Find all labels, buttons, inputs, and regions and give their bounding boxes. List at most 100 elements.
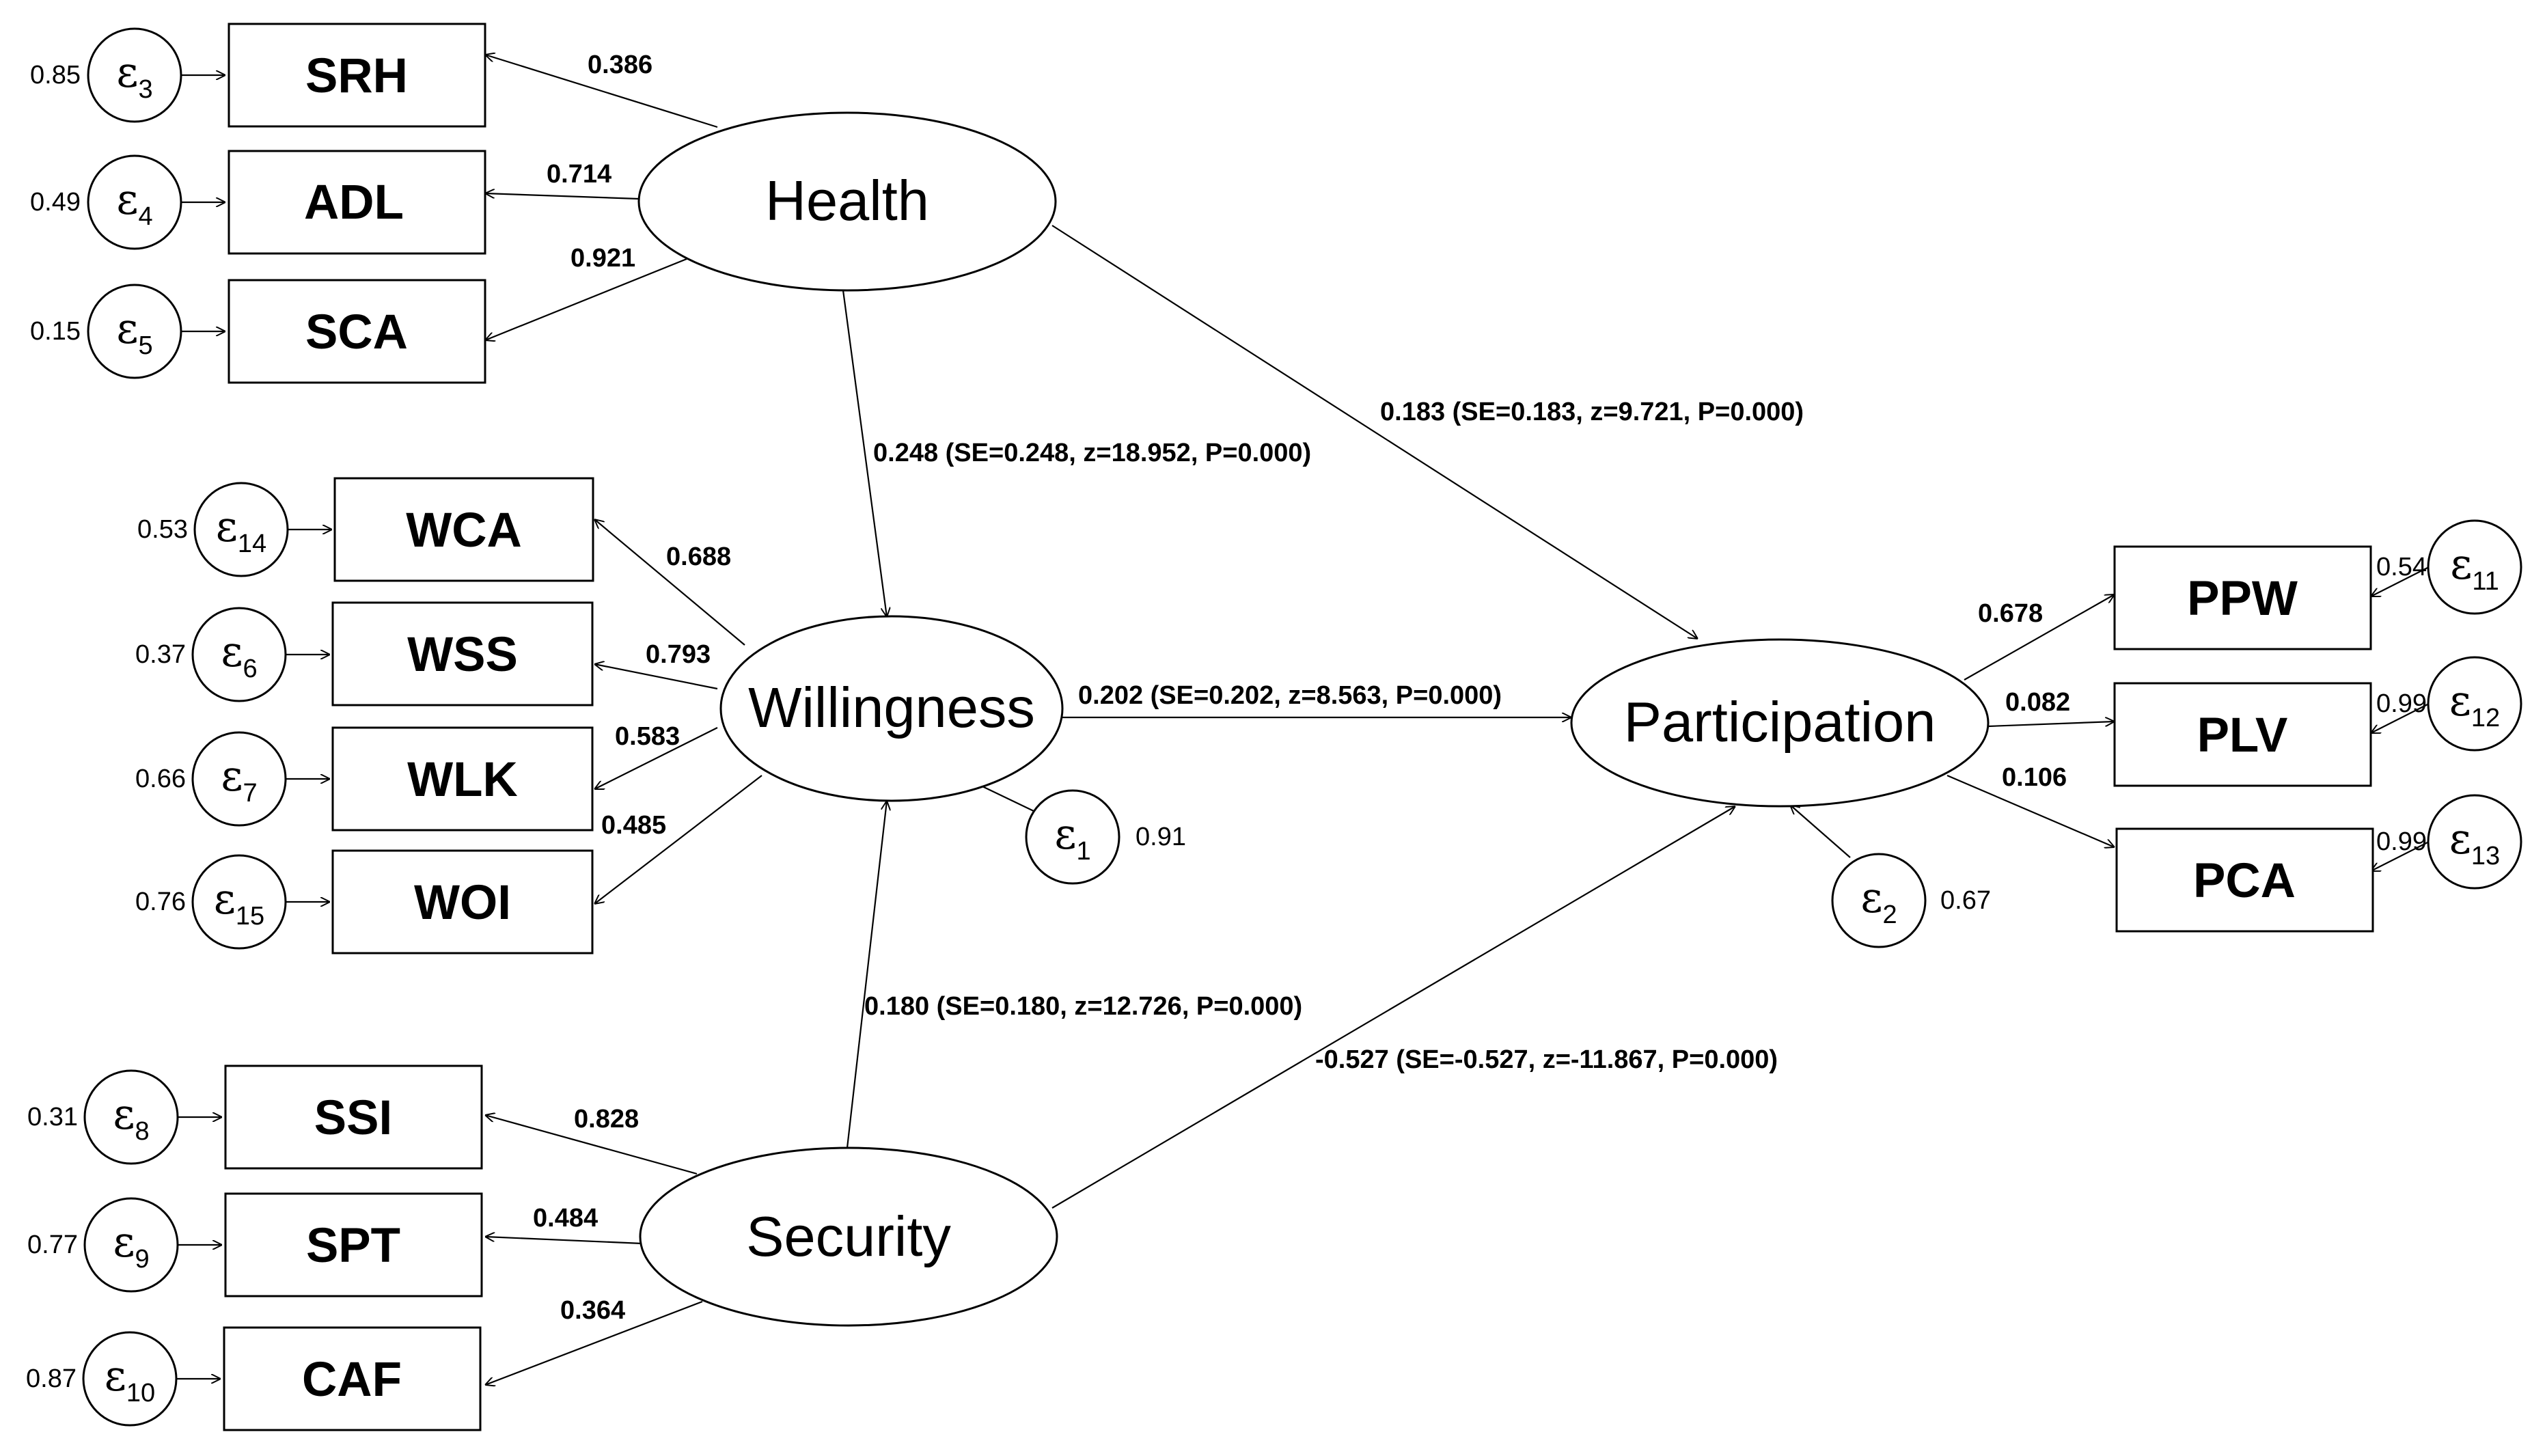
indicator-sca: SCA bbox=[228, 279, 486, 384]
loading-label-adl: 0.714 bbox=[547, 160, 611, 189]
latent-health: Health bbox=[637, 111, 1057, 292]
error-e2-glyph: ε2 bbox=[1860, 873, 1897, 929]
error-e3: ε3 0.85 bbox=[30, 27, 182, 123]
error-e14: ε14 0.53 bbox=[137, 482, 289, 577]
latent-participation-label: Participation bbox=[1624, 690, 1936, 754]
loading-label-ppw: 0.678 bbox=[1978, 599, 2043, 628]
loading-label-wss: 0.793 bbox=[646, 640, 711, 669]
error-e5-variance: 0.15 bbox=[30, 317, 81, 346]
error-e12-glyph: ε12 bbox=[2449, 676, 2500, 732]
error-e6-glyph: ε6 bbox=[221, 627, 257, 683]
path-health-willingness bbox=[842, 290, 887, 617]
indicator-ppw-label: PPW bbox=[2187, 572, 2298, 626]
path-health-sca bbox=[485, 256, 691, 340]
path-participation-ppw bbox=[1964, 594, 2115, 681]
error-e7-variance: 0.66 bbox=[135, 765, 186, 793]
indicator-wlk: WLK bbox=[331, 726, 594, 832]
error-path-e2 bbox=[1790, 805, 1851, 858]
loading-label-spt: 0.484 bbox=[533, 1204, 598, 1233]
error-e1-glyph: ε1 bbox=[1054, 809, 1090, 866]
indicator-pca: PCA bbox=[2115, 827, 2374, 933]
error-e5: ε5 0.15 bbox=[30, 284, 182, 379]
indicator-sca-label: SCA bbox=[305, 305, 408, 359]
indicator-ssi-label: SSI bbox=[314, 1091, 392, 1145]
indicator-wlk-label: WLK bbox=[407, 753, 518, 807]
loading-label-caf: 0.364 bbox=[560, 1296, 625, 1325]
loading-label-plv: 0.082 bbox=[2005, 688, 2070, 717]
loading-label-sca: 0.921 bbox=[570, 244, 635, 273]
latent-security: Security bbox=[639, 1146, 1058, 1327]
path-health-adl bbox=[485, 193, 639, 200]
latent-willingness: Willingness bbox=[719, 615, 1064, 802]
path-health-participation bbox=[1051, 225, 1698, 639]
path-label-security-participation: -0.527 (SE=-0.527, z=-11.867, P=0.000) bbox=[1315, 1045, 1778, 1074]
indicator-srh-label: SRH bbox=[305, 49, 408, 103]
error-e1-variance: 0.91 bbox=[1136, 823, 1186, 851]
error-e4-variance: 0.49 bbox=[30, 188, 81, 217]
loading-label-wca: 0.688 bbox=[666, 542, 731, 571]
error-path-e13 bbox=[2371, 841, 2430, 871]
indicator-woi-label: WOI bbox=[414, 876, 511, 930]
latent-health-label: Health bbox=[765, 169, 929, 232]
error-e6: ε6 0.37 bbox=[135, 607, 287, 702]
error-e3-glyph: ε3 bbox=[116, 47, 152, 104]
path-security-ssi bbox=[485, 1115, 698, 1175]
path-security-willingness bbox=[846, 801, 887, 1149]
error-e14-glyph: ε14 bbox=[216, 502, 266, 558]
error-e13-glyph: ε13 bbox=[2449, 814, 2500, 870]
indicator-caf: CAF bbox=[223, 1326, 482, 1431]
indicator-pca-label: PCA bbox=[2193, 854, 2296, 908]
error-e11: ε11 0.54 bbox=[2376, 519, 2522, 615]
indicator-wca: WCA bbox=[333, 477, 594, 582]
error-e10-glyph: ε10 bbox=[105, 1351, 155, 1407]
path-label-willingness-participation: 0.202 (SE=0.202, z=8.563, P=0.000) bbox=[1078, 681, 1502, 710]
indicator-caf-label: CAF bbox=[302, 1353, 402, 1407]
path-label-health-participation: 0.183 (SE=0.183, z=9.721, P=0.000) bbox=[1380, 398, 1804, 426]
error-e10: ε10 0.87 bbox=[26, 1331, 178, 1427]
indicator-wss-label: WSS bbox=[407, 628, 518, 682]
path-willingness-woi bbox=[594, 775, 762, 904]
error-e4: ε4 0.49 bbox=[30, 154, 182, 250]
error-path-e12 bbox=[2371, 703, 2430, 733]
indicator-srh: SRH bbox=[228, 23, 486, 128]
error-e2: ε2 0.67 bbox=[1831, 853, 1991, 948]
path-participation-pca bbox=[1946, 774, 2115, 847]
error-e11-glyph: ε11 bbox=[2450, 539, 2499, 596]
error-e6-variance: 0.37 bbox=[135, 640, 186, 669]
path-participation-plv bbox=[1987, 722, 2115, 728]
indicator-ppw: PPW bbox=[2113, 545, 2372, 650]
loading-label-srh: 0.386 bbox=[588, 51, 652, 79]
path-security-caf bbox=[485, 1300, 703, 1385]
indicator-woi: WOI bbox=[331, 849, 594, 954]
loading-label-woi: 0.485 bbox=[601, 811, 666, 840]
error-e2-variance: 0.67 bbox=[1940, 886, 1991, 915]
error-e5-glyph: ε5 bbox=[116, 303, 152, 360]
error-e15-glyph: ε15 bbox=[214, 874, 264, 931]
loading-label-wlk: 0.583 bbox=[615, 722, 680, 751]
latent-willingness-label: Willingness bbox=[748, 676, 1035, 739]
error-e8: ε8 0.31 bbox=[27, 1069, 179, 1165]
error-e4-glyph: ε4 bbox=[116, 174, 152, 231]
error-e10-variance: 0.87 bbox=[26, 1364, 77, 1393]
error-e9-glyph: ε9 bbox=[113, 1217, 149, 1274]
error-e13: ε13 0.99 bbox=[2376, 794, 2522, 890]
indicator-adl-label: ADL bbox=[304, 176, 404, 230]
path-willingness-wca bbox=[594, 519, 745, 646]
error-e13-variance: 0.99 bbox=[2376, 827, 2427, 856]
indicator-spt-label: SPT bbox=[306, 1219, 400, 1273]
indicator-plv: PLV bbox=[2113, 682, 2372, 787]
error-e8-variance: 0.31 bbox=[27, 1103, 78, 1131]
latent-security-label: Security bbox=[746, 1205, 951, 1268]
error-e7: ε7 0.66 bbox=[135, 731, 287, 827]
error-e14-variance: 0.53 bbox=[137, 515, 188, 544]
indicator-plv-label: PLV bbox=[2197, 709, 2288, 763]
indicator-ssi: SSI bbox=[224, 1064, 483, 1170]
error-e9-variance: 0.77 bbox=[27, 1231, 78, 1259]
indicator-adl: ADL bbox=[228, 150, 486, 255]
error-e12-variance: 0.99 bbox=[2376, 689, 2427, 718]
loading-label-pca: 0.106 bbox=[2002, 763, 2067, 792]
indicator-spt: SPT bbox=[224, 1192, 483, 1297]
error-e11-variance: 0.54 bbox=[2376, 553, 2427, 581]
error-e15-variance: 0.76 bbox=[135, 888, 186, 916]
